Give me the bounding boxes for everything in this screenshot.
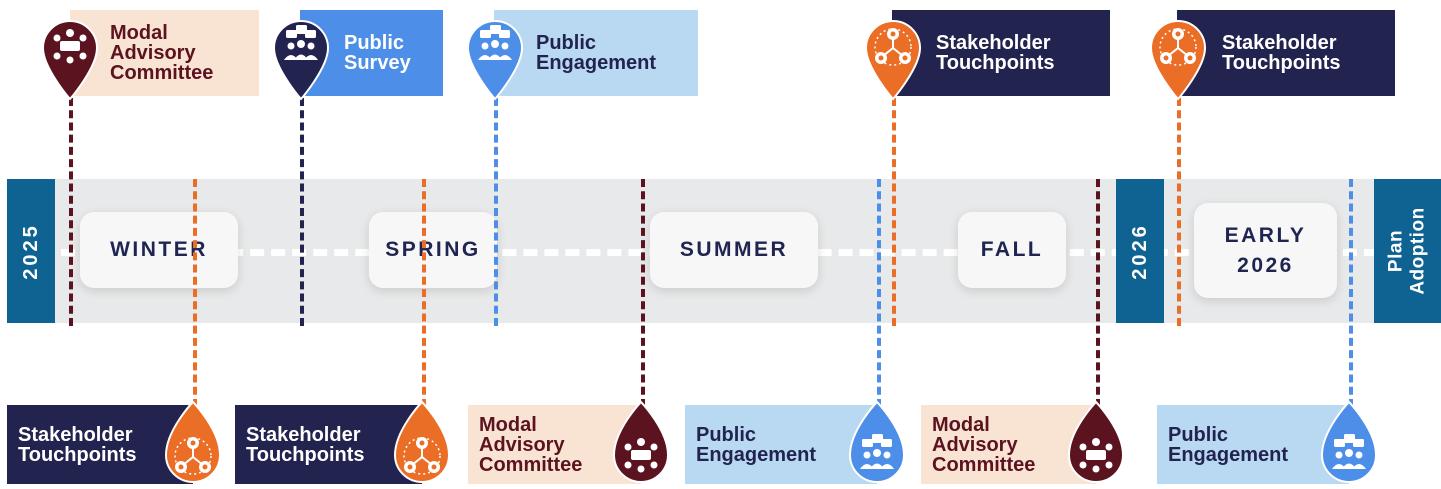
event-label-modal-advisory-committee: Modal Advisory Committee (921, 405, 1096, 484)
connector-line (69, 98, 73, 326)
connector-line (193, 179, 197, 407)
year-label: 2025 (19, 222, 42, 280)
season-card-fall: FALL (958, 212, 1066, 288)
stakeholder-network-icon (874, 28, 912, 66)
connector-line (877, 179, 881, 407)
map-pin-modal-advisory-committee (612, 400, 670, 483)
connector-line (641, 179, 645, 407)
engagement-chat-icon (478, 25, 512, 60)
map-pin-public-survey (272, 20, 330, 101)
event-label-public-engagement: Public Engagement (1157, 405, 1349, 484)
year-label: 2026 (1128, 222, 1151, 280)
connector-line (892, 98, 896, 326)
map-pin-stakeholder-touchpoints (1149, 20, 1207, 101)
plan-adoption-label: Plan Adoption (1385, 207, 1429, 295)
event-label-stakeholder-touchpoints: Stakeholder Touchpoints (7, 405, 193, 484)
engagement-chat-icon (860, 434, 894, 469)
event-label-stakeholder-touchpoints: Stakeholder Touchpoints (235, 405, 422, 484)
plan-adoption-marker: Plan Adoption (1374, 179, 1441, 323)
event-label-modal-advisory-committee: Modal Advisory Committee (468, 405, 641, 484)
event-label-modal-advisory-committee: Modal Advisory Committee (70, 10, 259, 96)
stakeholder-network-icon (403, 437, 441, 475)
map-pin-modal-advisory-committee (41, 20, 99, 101)
committee-table-icon (1079, 438, 1113, 473)
stakeholder-network-icon (174, 437, 212, 475)
connector-line (1349, 179, 1353, 407)
season-card-summer: SUMMER (650, 212, 818, 288)
year-marker-2025: 2025 (7, 179, 55, 323)
year-marker-2026: 2026 (1116, 179, 1164, 323)
engagement-chat-icon (1332, 434, 1366, 469)
event-label-stakeholder-touchpoints: Stakeholder Touchpoints (1177, 10, 1395, 96)
map-pin-stakeholder-touchpoints (864, 20, 922, 101)
map-pin-modal-advisory-committee (1067, 400, 1125, 483)
map-pin-public-engagement (1320, 400, 1378, 483)
map-pin-stakeholder-touchpoints (393, 400, 451, 483)
committee-table-icon (624, 438, 658, 473)
stakeholder-network-icon (1159, 28, 1197, 66)
connector-line (1177, 98, 1181, 326)
event-label-stakeholder-touchpoints: Stakeholder Touchpoints (892, 10, 1110, 96)
map-pin-public-engagement (466, 20, 524, 101)
map-pin-public-engagement (848, 400, 906, 483)
season-card-winter: WINTER (80, 212, 238, 288)
connector-line (494, 98, 498, 326)
survey-chat-icon (284, 25, 318, 60)
event-label-public-engagement: Public Engagement (494, 10, 698, 96)
event-label-public-engagement: Public Engagement (685, 405, 877, 484)
connector-line (422, 179, 426, 407)
season-card-spring: SPRING (369, 212, 497, 288)
season-card-early-2026: EARLY 2026 (1194, 203, 1337, 298)
connector-line (300, 98, 304, 326)
committee-table-icon (53, 29, 87, 64)
connector-line (1096, 179, 1100, 407)
map-pin-stakeholder-touchpoints (164, 400, 222, 483)
